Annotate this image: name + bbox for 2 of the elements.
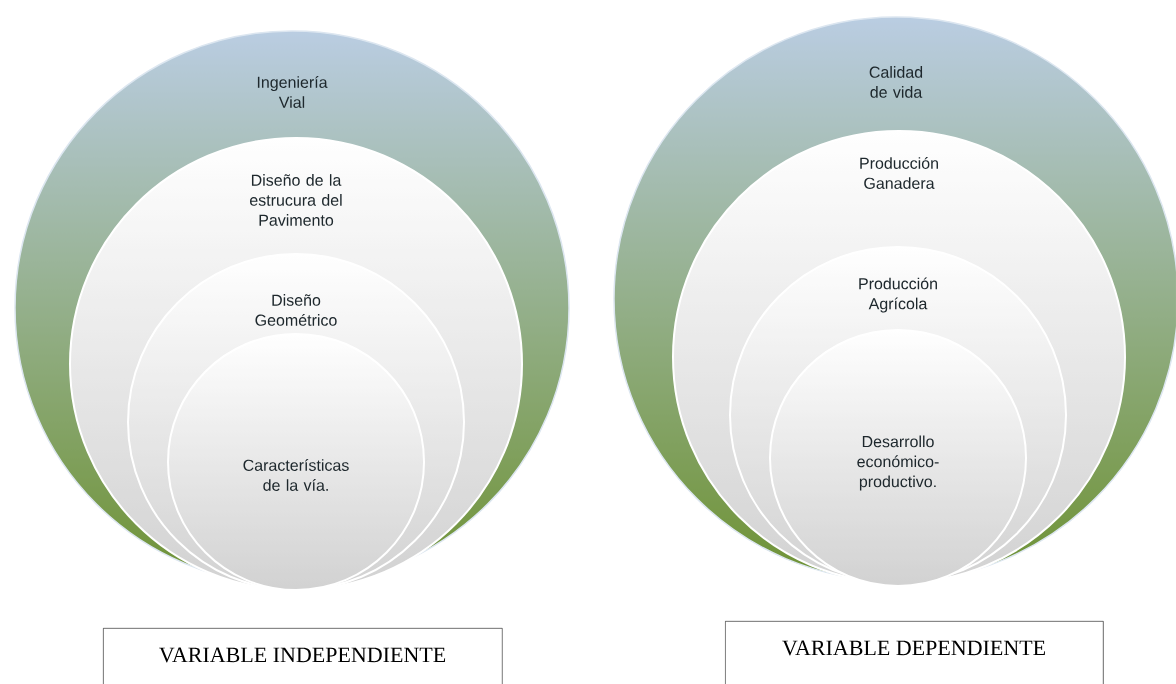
variable-box: VARIABLE DEPENDIENTE [725,621,1104,684]
variable-box: VARIABLE INDEPENDIENTE [103,628,503,684]
